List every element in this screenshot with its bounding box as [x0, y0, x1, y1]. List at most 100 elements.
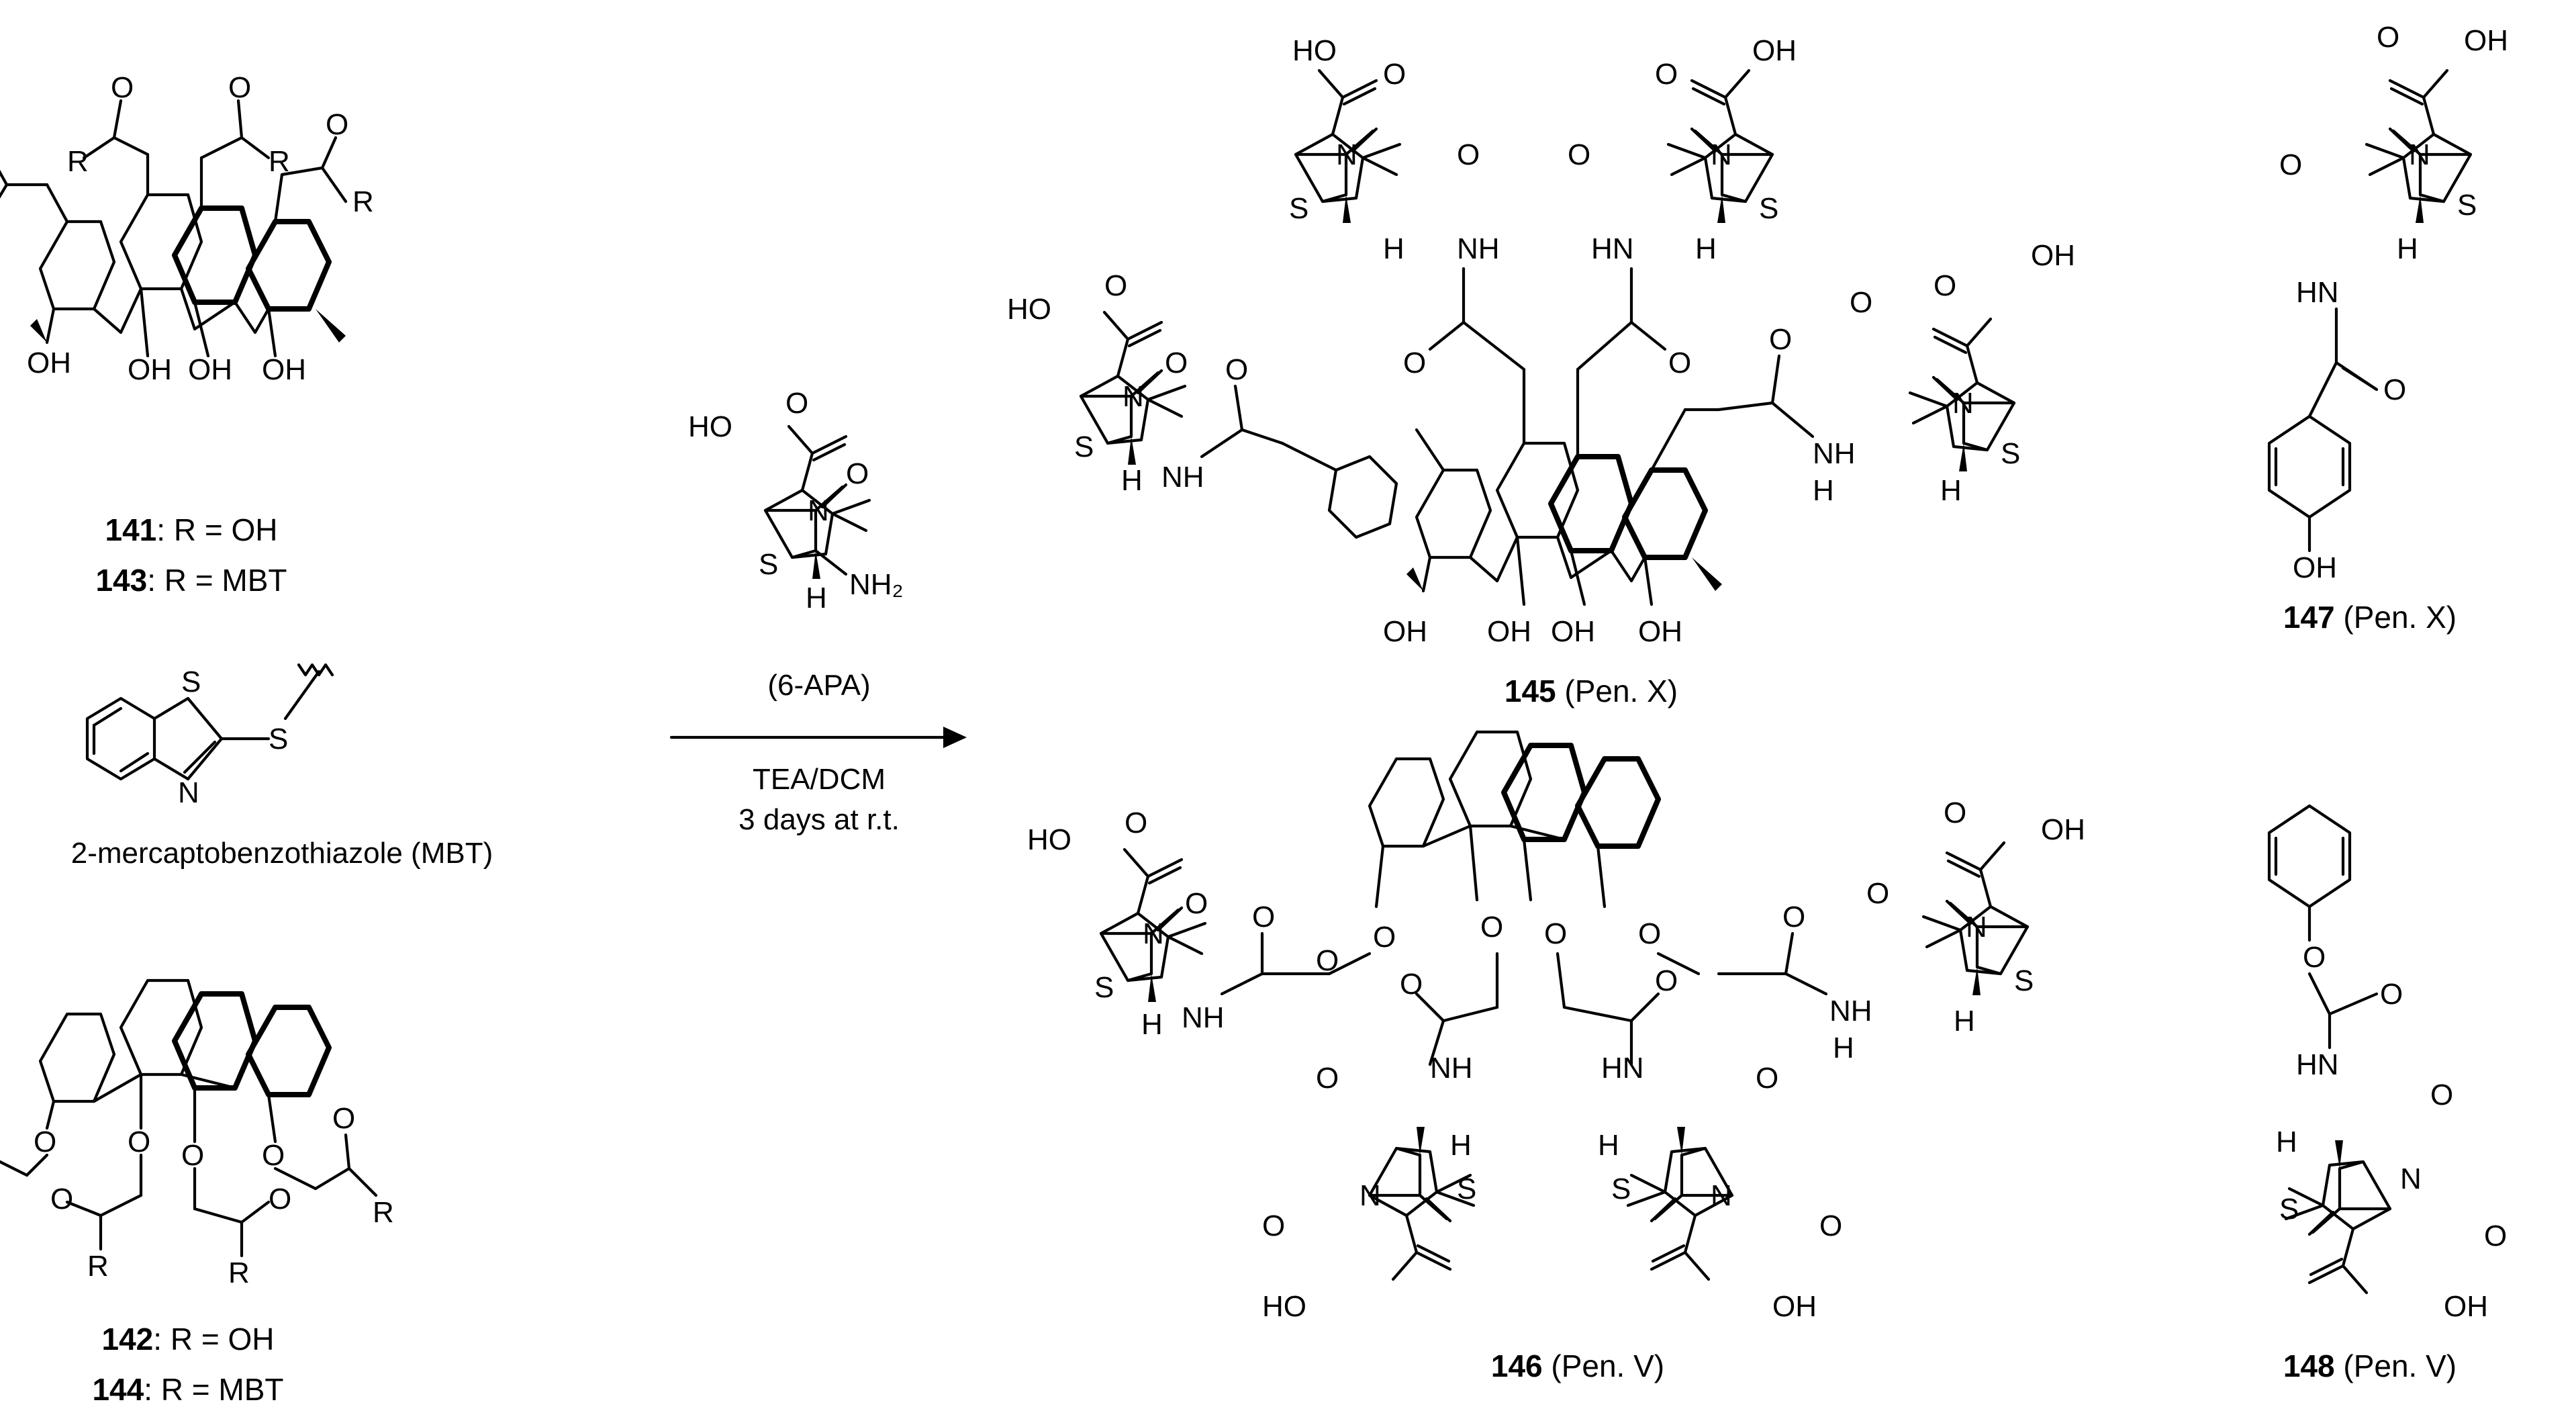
atom-O: O: [50, 1183, 73, 1216]
atom-R: R: [269, 145, 290, 178]
atom-H: H: [1450, 1129, 1472, 1162]
atom-O: O: [228, 71, 251, 104]
atom-N: N: [808, 494, 829, 527]
atom-OH: OH: [1487, 615, 1531, 648]
atom-O: O: [2430, 1079, 2453, 1111]
atom-NH: NH: [1430, 1052, 1473, 1085]
reagent-name: (6-APA): [767, 669, 870, 702]
atom-O: O: [1403, 347, 1426, 379]
structure-147: O OH O N S H HN O OH: [2267, 21, 2508, 584]
atom-OH: OH: [2293, 551, 2337, 584]
atom-OH: OH: [128, 353, 172, 386]
atom-O: O: [1252, 901, 1275, 933]
label-147: 147 (Pen. X): [2283, 600, 2456, 635]
label-143: 143: R = MBT: [95, 563, 287, 598]
atom-N: N: [1966, 911, 1987, 944]
atom-O: O: [326, 108, 348, 141]
atom-O: O: [1185, 887, 1208, 920]
atom-OH: OH: [1638, 615, 1682, 648]
atom-O: O: [1668, 347, 1691, 379]
atom-O: O: [2279, 148, 2302, 181]
atom-O: O: [1316, 1062, 1339, 1095]
atom-OH: OH: [1551, 615, 1595, 648]
atom-O: O: [1655, 58, 1678, 91]
atom-S: S: [269, 723, 288, 755]
atom-O: O: [1104, 269, 1127, 302]
atom-OH: OH: [2464, 24, 2508, 57]
atom-O: O: [1383, 58, 1406, 91]
atom-O: O: [846, 457, 869, 490]
atom-O: O: [1638, 917, 1661, 950]
atom-O: O: [1480, 911, 1503, 944]
mbt-name: 2-mercaptobenzothiazole (MBT): [71, 837, 493, 870]
atom-H: H: [1598, 1129, 1619, 1162]
atom-S: S: [181, 666, 201, 698]
atom-NH: NH: [1829, 995, 1872, 1027]
atom-O: O: [34, 1126, 56, 1158]
atom-N: N: [1952, 387, 1974, 420]
structure-145: OH OH OH OH HO O O N S H NH O HO O N O S…: [1007, 34, 2075, 648]
atom-S: S: [1611, 1173, 1631, 1205]
atom-O: O: [1400, 968, 1423, 1001]
atom-O: O: [1934, 269, 1956, 302]
atom-NH: NH: [1182, 1001, 1225, 1034]
structure-mbt: S N S: [85, 663, 334, 809]
atom-O: O: [1568, 138, 1590, 171]
label-142: 142: R = OH: [102, 1322, 275, 1357]
atom-O: O: [1373, 921, 1396, 954]
atom-N: N: [1711, 138, 1732, 171]
atom-H: H: [1141, 1008, 1163, 1041]
atom-O: O: [2380, 978, 2403, 1011]
atom-OH: OH: [2031, 239, 2075, 272]
atom-O: O: [269, 1183, 291, 1216]
label-146: 146 (Pen. V): [1491, 1348, 1664, 1383]
label-148: 148 (Pen. V): [2283, 1348, 2456, 1383]
structure-142-144: O O O O O R O R O R O R: [0, 978, 394, 1289]
atom-OH: OH: [27, 347, 71, 379]
atom-O: O: [1769, 323, 1792, 356]
atom-O: O: [1316, 944, 1339, 977]
atom-HN: HN: [2296, 276, 2339, 309]
atom-O: O: [1544, 917, 1567, 950]
atom-O: O: [262, 1139, 285, 1172]
atom-O: O: [1944, 796, 1966, 829]
atom-HN: HN: [2296, 1048, 2339, 1081]
atom-H: H: [2276, 1126, 2297, 1158]
atom-R: R: [67, 145, 89, 178]
atom-O: O: [2383, 373, 2406, 406]
atom-O: O: [1125, 807, 1147, 839]
label-144: 144: R = MBT: [92, 1372, 283, 1407]
atom-H: H: [2397, 232, 2418, 265]
atom-H: H: [1954, 1005, 1975, 1038]
atom-S: S: [1457, 1173, 1476, 1205]
atom-N: N: [2400, 1162, 2422, 1195]
atom-R: R: [228, 1256, 250, 1289]
reaction-arrow: [669, 727, 967, 748]
atom-S: S: [2014, 964, 2034, 997]
atom-O: O: [2377, 21, 2399, 54]
atom-S: S: [2279, 1193, 2299, 1226]
label-141: 141: R = OH: [105, 512, 278, 547]
atom-O: O: [128, 1126, 150, 1158]
atom-N: N: [1359, 1179, 1381, 1212]
atom-H: H: [1940, 474, 1962, 507]
atom-NH: NH: [1457, 232, 1500, 265]
atom-O: O: [332, 1102, 355, 1135]
atom-N: N: [1336, 138, 1357, 171]
atom-H: H: [1383, 232, 1404, 265]
structure-146: O O O O HO O N O S H NH O O O OH O N S H…: [1027, 730, 2085, 1323]
structure-141-143: O R R O O R O R OH OH OH OH: [0, 71, 374, 386]
atom-O: O: [1850, 286, 1872, 319]
atom-R: R: [352, 185, 374, 218]
atom-OH: OH: [262, 353, 306, 386]
atom-S: S: [2001, 437, 2020, 470]
atom-N: N: [1123, 380, 1144, 413]
atom-O: O: [785, 387, 808, 420]
atom-O: O: [1262, 1209, 1285, 1242]
atom-N: N: [1711, 1179, 1732, 1212]
atom-N: N: [1143, 917, 1164, 950]
atom-HN: HN: [1591, 232, 1634, 265]
atom-H: H: [1833, 1032, 1854, 1064]
atom-H: H: [1695, 232, 1717, 265]
